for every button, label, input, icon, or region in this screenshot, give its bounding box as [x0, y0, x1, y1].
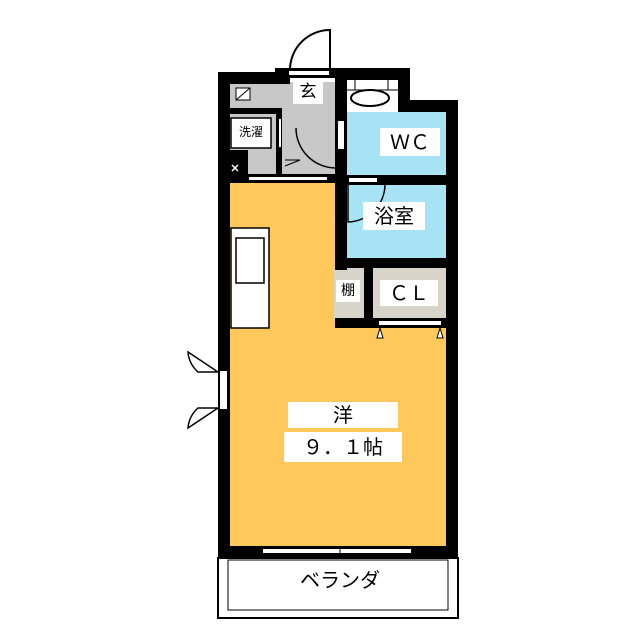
western-room-label: 洋: [288, 402, 398, 428]
main-room-door-opening: [248, 176, 328, 181]
side-window: [219, 370, 228, 410]
closet-label: ＣＬ: [380, 280, 438, 306]
meter-icon: [231, 164, 239, 172]
sink-icon: [235, 237, 265, 284]
wc-door-swing: [295, 127, 337, 169]
wall-laundry: [218, 108, 280, 114]
closet-door: [378, 320, 442, 326]
wall-top-toilet: [335, 68, 403, 80]
wall-shelf-closet: [364, 266, 373, 322]
wall-bath-left: [335, 176, 347, 270]
shelf-label: 棚: [336, 280, 360, 302]
bath-label: 浴室: [363, 202, 425, 230]
shoe-box: [235, 87, 251, 101]
wc-door-opening: [337, 120, 345, 150]
entrance-door-swing: [289, 28, 331, 71]
toilet-icon: [350, 89, 390, 107]
wall-bath-bottom: [335, 258, 458, 268]
window-swing: [187, 350, 221, 430]
western-room-size: ９．１帖: [284, 432, 402, 462]
wall-wc-bath: [335, 175, 458, 185]
wall-top-wc: [398, 100, 458, 112]
wall-top-left: [218, 72, 290, 84]
laundry-door-opening: [278, 118, 282, 148]
balcony-window: [262, 548, 412, 554]
balcony-label: ベランダ: [300, 568, 380, 592]
laundry-label: 洗濯: [234, 122, 268, 142]
wall-left: [218, 72, 230, 558]
wall-right: [446, 100, 458, 558]
wc-label: ＷＣ: [380, 128, 440, 156]
entrance-label: 玄: [293, 80, 323, 104]
balcony-outline: [217, 557, 459, 619]
entrance-door-opening: [288, 70, 330, 76]
bath-door-opening: [348, 177, 378, 183]
